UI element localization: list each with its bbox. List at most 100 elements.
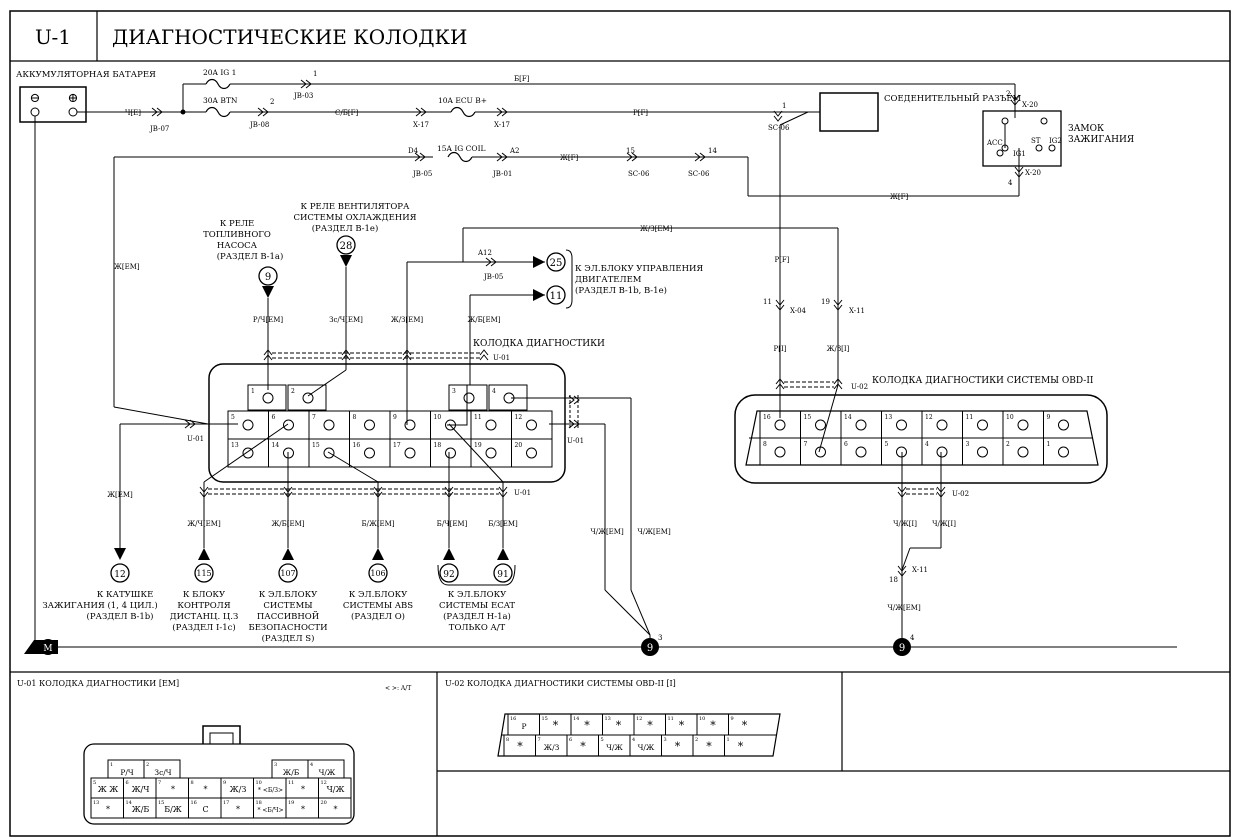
svg-text:X-20: X-20 (1022, 101, 1038, 109)
svg-text:5: 5 (93, 780, 96, 786)
svg-text:(РАЗДЕЛ В-1a): (РАЗДЕЛ В-1a) (217, 251, 284, 262)
svg-text:A2: A2 (509, 147, 520, 155)
svg-text:SC-06: SC-06 (628, 170, 650, 178)
svg-text:ТОЛЬКО A/T: ТОЛЬКО A/T (449, 623, 506, 633)
u02-pin: 14 (844, 414, 852, 421)
svg-text:4: 4 (910, 634, 915, 642)
u01-face-cell (318, 797, 352, 819)
u02-pin: 4 (925, 441, 929, 448)
svg-text:9: 9 (223, 780, 226, 786)
svg-text:*: * (580, 740, 586, 753)
u02-pin: 15 (804, 414, 812, 421)
svg-text:Зс/Ч: Зс/Ч (154, 768, 171, 777)
svg-text:1: 1 (251, 388, 255, 395)
svg-text:ДВИГАТЕЛЕМ: ДВИГАТЕЛЕМ (575, 275, 642, 285)
u02-face-cell: 13 (605, 716, 611, 722)
svg-text:17: 17 (393, 442, 401, 449)
svg-text:Ч/Ж: Ч/Ж (606, 743, 623, 752)
wire-zh-f: Ж[F] (560, 154, 578, 162)
svg-text:К БЛОКУ: К БЛОКУ (183, 590, 226, 600)
u02-face-cell: 5 (601, 737, 604, 743)
ignition-label-2: ЗАЖИГАНИЯ (1068, 135, 1134, 145)
header-title: ДИАГНОСТИЧЕСКИЕ КОЛОДКИ (112, 25, 467, 49)
svg-text:Ч/Ж: Ч/Ж (319, 768, 336, 777)
svg-text:11: 11 (288, 780, 294, 786)
svg-text:Ж/З[EM]: Ж/З[EM] (391, 316, 424, 324)
callout-106: 106 (370, 569, 385, 578)
wire-r-f: Р[F] (633, 109, 648, 117)
svg-text:Ч/Ж: Ч/Ж (638, 743, 655, 752)
svg-text:5: 5 (231, 414, 235, 421)
u02-pin: 2 (1006, 441, 1010, 448)
svg-text:*: * (301, 805, 305, 814)
svg-text:Ж/З: Ж/З (544, 743, 560, 752)
battery-minus-icon: ⊖ (30, 91, 41, 106)
svg-text:ПАССИВНОЙ: ПАССИВНОЙ (257, 610, 319, 622)
svg-text:Б/Ч[EM]: Б/Ч[EM] (437, 520, 468, 528)
svg-text:7: 7 (158, 780, 161, 786)
svg-text:(РАЗДЕЛ В-1b, В-1e): (РАЗДЕЛ В-1b, В-1e) (575, 285, 667, 296)
callout-11: 11 (550, 291, 563, 302)
u01-connector (208, 363, 566, 483)
u01-panel-title: U-01 КОЛОДКА ДИАГНОСТИКИ [EM] (17, 679, 179, 688)
svg-text:К РЕЛЕ ВЕНТИЛЯТОРА: К РЕЛЕ ВЕНТИЛЯТОРА (301, 202, 410, 212)
callout-91: 91 (497, 570, 508, 580)
callout-25: 25 (550, 258, 563, 269)
svg-text:13: 13 (231, 442, 239, 449)
svg-text:10: 10 (434, 414, 442, 421)
u02-pin: 5 (885, 441, 889, 448)
u02-face-cell: 1 (727, 737, 730, 743)
svg-text:X-11: X-11 (849, 307, 865, 315)
u02-face-cell: 15 (542, 716, 548, 722)
svg-text:12: 12 (321, 780, 327, 786)
svg-text:X-04: X-04 (790, 307, 807, 315)
svg-text:15: 15 (312, 442, 320, 449)
svg-text:(РАЗДЕЛ В-1е): (РАЗДЕЛ В-1е) (312, 223, 379, 234)
svg-text:12: 12 (515, 414, 523, 421)
u02-pin: 10 (1006, 414, 1014, 421)
connector-box (819, 92, 879, 132)
svg-text:ДИСТАНЦ. Ц.З: ДИСТАНЦ. Ц.З (170, 612, 239, 622)
svg-text:10: 10 (256, 780, 262, 786)
svg-text:Ж/Ч[EM]: Ж/Ч[EM] (187, 520, 221, 528)
svg-text:*: * (706, 740, 712, 753)
svg-text:К КАТУШКЕ: К КАТУШКЕ (97, 590, 154, 600)
svg-text:СИСТЕМЫ ОХЛАЖДЕНИЯ: СИСТЕМЫ ОХЛАЖДЕНИЯ (294, 213, 417, 223)
svg-text:18: 18 (434, 442, 442, 449)
ground-9-b-icon (893, 638, 911, 656)
svg-text:(РАЗДЕЛ I-1c): (РАЗДЕЛ I-1c) (172, 622, 235, 633)
u02-pin: 16 (763, 414, 771, 421)
svg-text:14: 14 (708, 147, 717, 155)
header-code: U-1 (35, 25, 71, 49)
fuse-30a: 30A BTN (203, 96, 238, 105)
svg-text:КОНТРОЛЯ: КОНТРОЛЯ (177, 601, 230, 611)
u01-pin-top (287, 384, 327, 411)
svg-text:18: 18 (889, 576, 898, 584)
svg-text:14: 14 (126, 800, 132, 806)
svg-text:Р: Р (521, 722, 526, 731)
svg-text:20: 20 (321, 800, 327, 806)
u02-face (497, 713, 781, 757)
u02-pin: 9 (1047, 414, 1051, 421)
svg-text:U-01: U-01 (187, 435, 204, 443)
svg-text:СИСТЕМЫ ABS: СИСТЕМЫ ABS (343, 601, 413, 611)
svg-text:4: 4 (310, 762, 313, 768)
svg-text:К ЭЛ.БЛОКУ: К ЭЛ.БЛОКУ (448, 590, 507, 600)
svg-text:IG1: IG1 (1013, 150, 1026, 158)
battery-label: АККУМУЛЯТОРНАЯ БАТАРЕЯ (16, 70, 156, 80)
svg-text:9: 9 (899, 643, 905, 654)
svg-text:Б/Ж: Б/Ж (164, 805, 182, 814)
callout-107: 107 (280, 569, 295, 578)
svg-text:СИСТЕМЫ: СИСТЕМЫ (263, 601, 312, 611)
svg-text:19: 19 (474, 442, 482, 449)
svg-text:JB-05: JB-05 (483, 273, 503, 281)
svg-text:6: 6 (272, 414, 276, 421)
battery-plus-icon: ⊕ (68, 91, 79, 106)
svg-text:18: 18 (256, 800, 262, 806)
svg-text:Ж/Ч: Ж/Ч (132, 785, 150, 794)
svg-text:8: 8 (191, 780, 194, 786)
svg-text:(РАЗДЕЛ S): (РАЗДЕЛ S) (262, 633, 315, 644)
svg-text:U-02: U-02 (952, 490, 969, 498)
